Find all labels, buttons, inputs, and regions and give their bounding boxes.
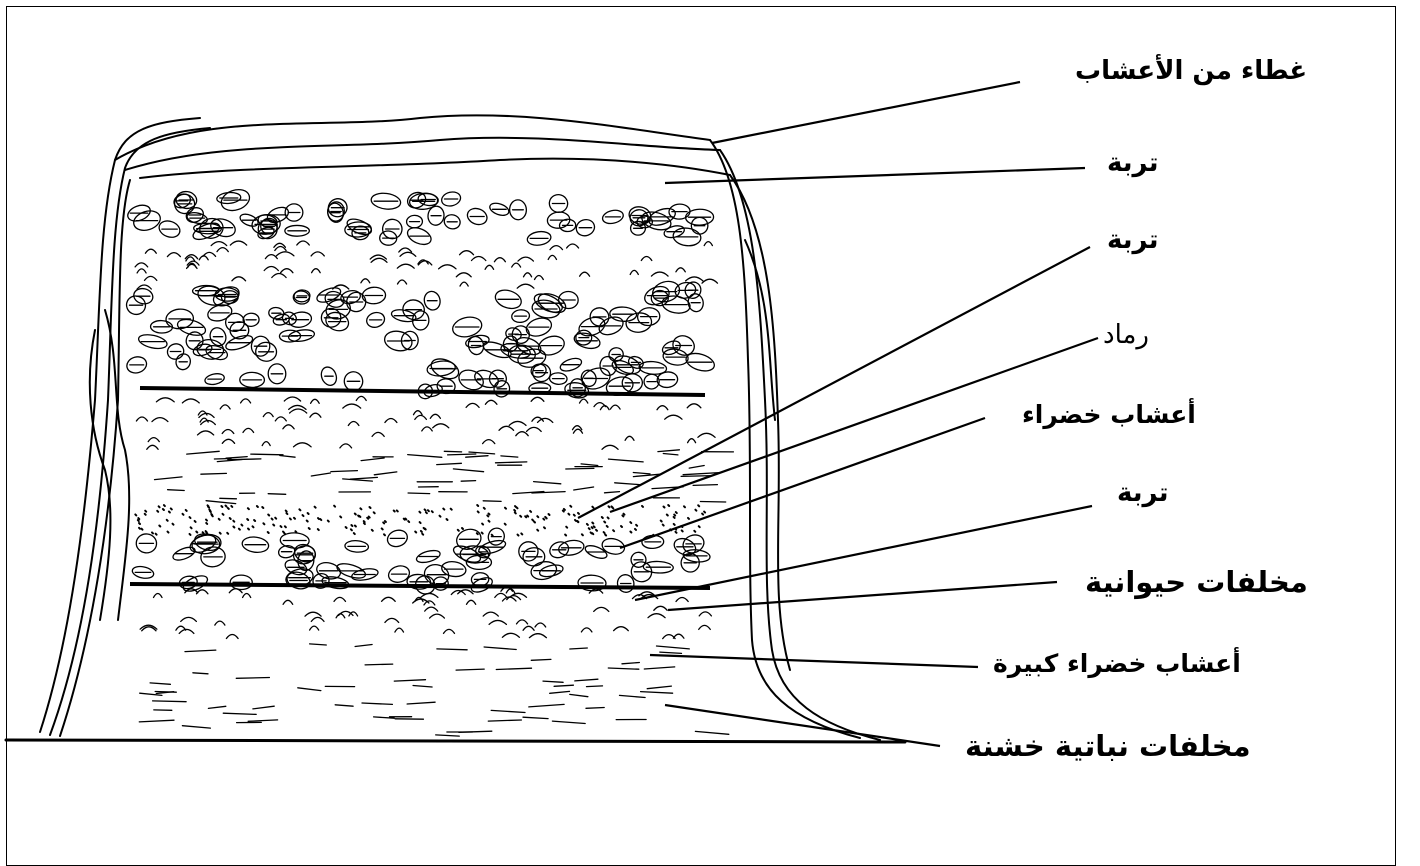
label-soil-third: تربة: [1117, 480, 1168, 506]
label-ash: رماد: [1103, 322, 1149, 348]
heap-outline: [6, 115, 905, 742]
label-coarse-plant-waste: مخلفات نباتية خشنة: [965, 732, 1251, 761]
grass-strip-upper: [140, 388, 705, 395]
ground-line: [6, 740, 905, 742]
layer-texture: [124, 186, 734, 736]
label-soil-top: تربة: [1107, 150, 1158, 176]
label-green-grass: أعشاب خضراء: [1022, 402, 1196, 427]
label-grass-cover: غطاء من الأعشاب: [1075, 58, 1307, 84]
label-animal-waste: مخلفات حيوانية: [1085, 568, 1308, 597]
label-large-green-grass: أعشاب خضراء كبيرة: [993, 651, 1241, 676]
label-soil-second: تربة: [1107, 227, 1158, 253]
grass-strip-lower: [130, 584, 710, 588]
